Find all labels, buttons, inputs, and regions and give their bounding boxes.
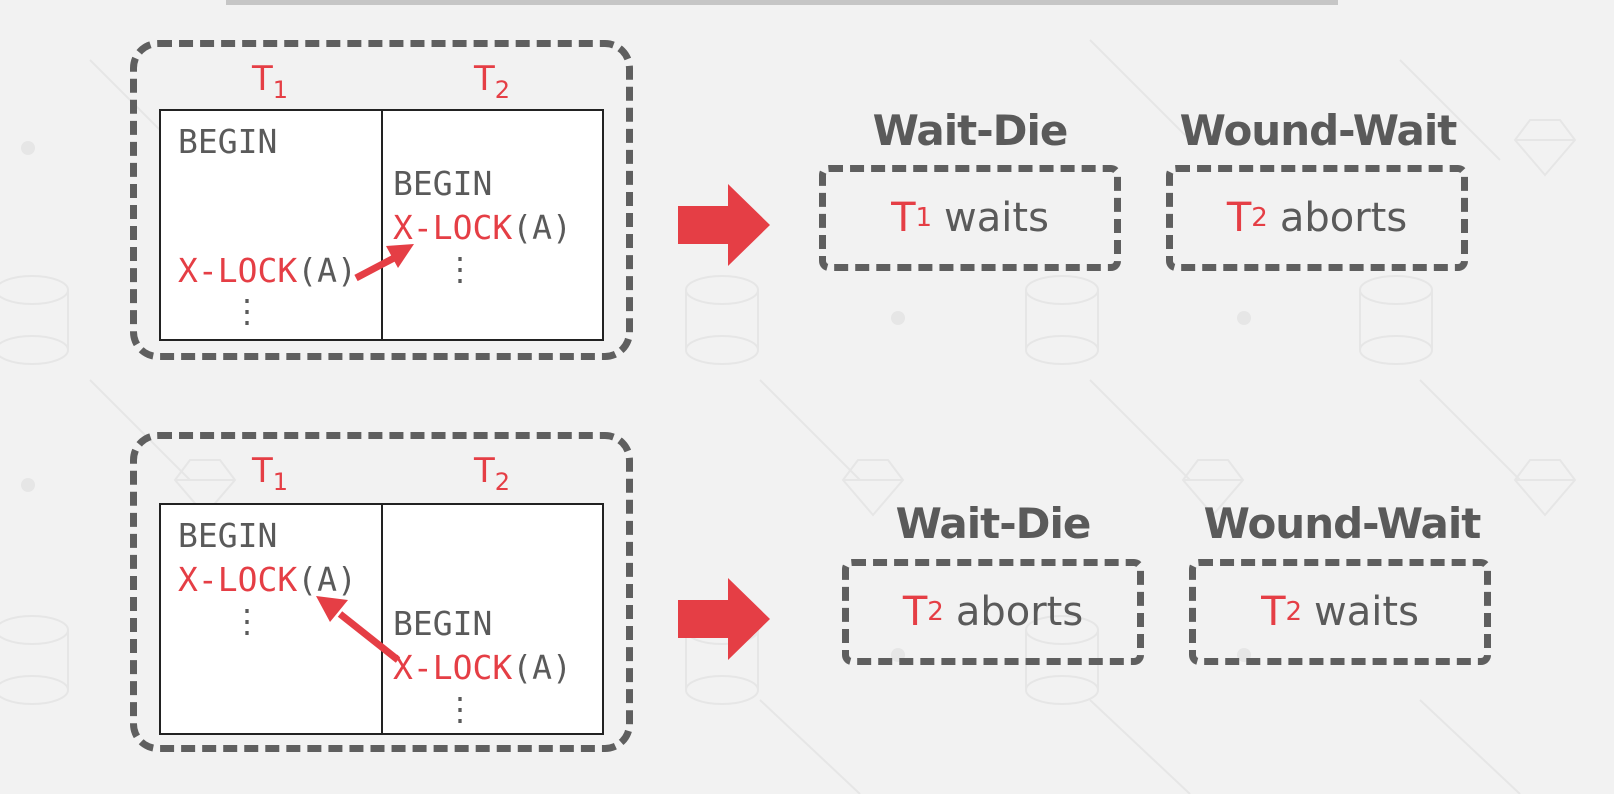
t2-xlock: X-LOCK(A) xyxy=(393,208,572,247)
lock-request-arrow xyxy=(316,596,401,663)
t1-xlock: X-LOCK(A) xyxy=(178,251,357,290)
t2-continuation-dots: ⋮ xyxy=(444,250,476,288)
t1-xlock: X-LOCK(A) xyxy=(178,560,357,599)
t1-header: T1 xyxy=(251,59,289,104)
t2-xlock: X-LOCK(A) xyxy=(393,648,572,687)
schedule-table: BEGIN X-LOCK(A) ⋮ BEGIN X-LOCK(A) ⋮ xyxy=(159,503,604,735)
wound-wait-title: Wound-Wait xyxy=(1203,499,1482,548)
scenario-frame xyxy=(130,40,633,360)
result-arrow xyxy=(678,578,770,660)
t2-header: T2 xyxy=(473,59,511,104)
t2-continuation-dots: ⋮ xyxy=(444,690,476,728)
t2-begin: BEGIN xyxy=(393,604,493,643)
top-divider xyxy=(226,0,1338,5)
column-divider xyxy=(381,505,383,733)
t1-continuation-dots: ⋮ xyxy=(231,602,263,640)
result-arrow xyxy=(678,184,770,266)
t1-header: T1 xyxy=(251,451,289,496)
scenario-frame xyxy=(130,432,633,752)
wait-die-title: Wait-Die xyxy=(895,499,1092,548)
column-divider xyxy=(381,111,383,339)
lock-request-arrow xyxy=(354,244,414,282)
t2-header: T2 xyxy=(473,451,511,496)
wound-wait-title: Wound-Wait xyxy=(1179,106,1458,155)
t2-begin: BEGIN xyxy=(393,164,493,203)
schedule-table: BEGIN X-LOCK(A) ⋮ BEGIN X-LOCK(A) ⋮ xyxy=(159,109,604,341)
t1-begin: BEGIN xyxy=(178,122,278,161)
t1-continuation-dots: ⋮ xyxy=(231,292,263,330)
wait-die-title: Wait-Die xyxy=(872,106,1069,155)
t1-begin: BEGIN xyxy=(178,516,278,555)
